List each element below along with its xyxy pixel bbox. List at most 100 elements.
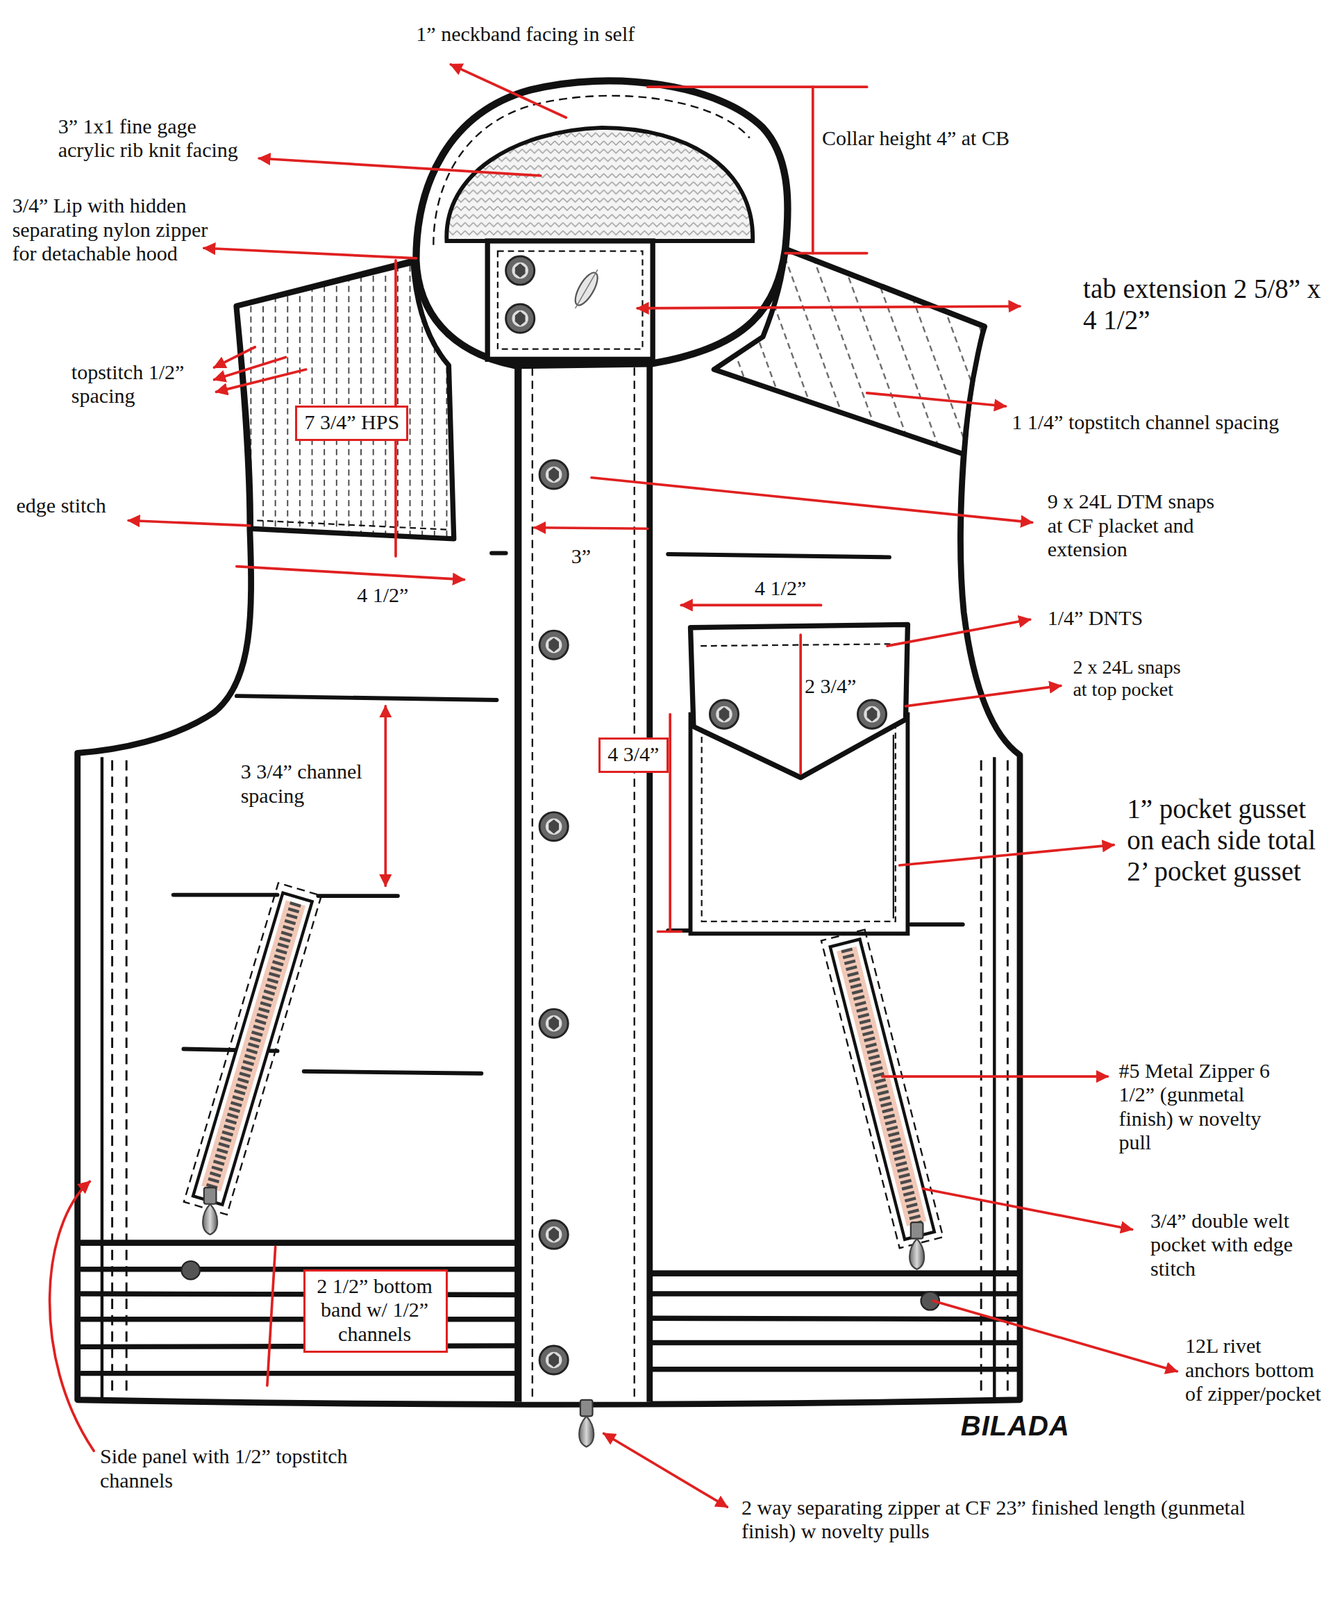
welt-zippers-part bbox=[579, 1399, 594, 1447]
snaps-part bbox=[506, 256, 535, 285]
leader-lines-part bbox=[799, 634, 802, 774]
channel-lines-part bbox=[491, 551, 507, 556]
bottom-band-part bbox=[650, 1366, 1018, 1372]
welt-zippers-part-part bbox=[821, 929, 943, 1249]
leader-lines-part bbox=[49, 1180, 95, 1451]
callout-label: 2 way separating zipper at CF 23” finish… bbox=[741, 1495, 1262, 1544]
leader-lines-part bbox=[882, 1074, 1109, 1078]
leader-lines-part bbox=[905, 685, 1061, 706]
callout-label: 3/4” Lip with hidden separating nylon zi… bbox=[12, 193, 222, 266]
leader-lines-part bbox=[658, 930, 682, 934]
bottom-band-part bbox=[650, 1269, 1018, 1277]
bottom-band-part bbox=[81, 1345, 516, 1347]
hood-collar-part bbox=[446, 127, 753, 241]
callout-label: 1 1/4” topstitch channel spacing bbox=[1011, 410, 1323, 435]
cf-placket-part bbox=[515, 363, 651, 1402]
callout-label: 1/4” DNTS bbox=[1047, 606, 1201, 631]
callout-label: 2 3/4” bbox=[804, 674, 866, 699]
bottom-band-part bbox=[81, 1293, 516, 1295]
snaps-part bbox=[857, 699, 886, 729]
leader-lines-part bbox=[933, 1300, 1177, 1371]
welt-zippers-part bbox=[181, 1260, 200, 1279]
welt-zippers-part bbox=[202, 1187, 218, 1235]
bottom-band-part bbox=[650, 1317, 1018, 1319]
welt-zippers-part-part bbox=[846, 948, 917, 1224]
dimension-text: 4 3/4” bbox=[606, 742, 661, 767]
cf-placket-part bbox=[531, 367, 534, 1398]
callout-label: 12L rivet anchors bottom of zipper/pocke… bbox=[1185, 1333, 1325, 1406]
cf-placket-part bbox=[514, 363, 522, 1402]
hood-collar bbox=[415, 80, 788, 366]
callout-label: tab extension 2 5/8” x 4 1/2” bbox=[1083, 273, 1323, 337]
callout-label: Side panel with 1/2” topstitch channels bbox=[99, 1444, 396, 1492]
callout-label: 4 1/2” bbox=[754, 576, 827, 601]
chest-pocket-part bbox=[892, 734, 895, 918]
leader-lines-part bbox=[213, 347, 255, 368]
callout-label: 1” pocket gusset on each side total 2’ p… bbox=[1126, 793, 1326, 888]
signature: BILADA bbox=[960, 1409, 1104, 1442]
welt-zippers-part-part bbox=[193, 892, 313, 1205]
snaps bbox=[506, 256, 887, 1374]
callout-label: edge stitch bbox=[16, 493, 139, 518]
dimension-box: 7 3/4” HPS bbox=[295, 405, 409, 441]
dimension-box: 4 3/4” bbox=[598, 737, 669, 773]
channel-lines-part bbox=[317, 893, 398, 898]
collar-tab-part-part bbox=[571, 269, 602, 309]
dimension-text: 7 3/4” HPS bbox=[303, 410, 400, 435]
welt-zippers-part-part bbox=[836, 946, 927, 1227]
snaps-part bbox=[539, 1008, 568, 1038]
callout-label: 3/4” double welt pocket with edge stitch bbox=[1150, 1208, 1322, 1281]
dimension-box: 2 1/2” bottom band w/ 1/2” channels bbox=[303, 1269, 448, 1353]
leader-lines-part bbox=[450, 64, 566, 118]
leader-lines-part bbox=[867, 392, 1006, 407]
collar-tab bbox=[487, 240, 653, 359]
collar-tab-part bbox=[497, 251, 643, 350]
leader-lines-part bbox=[785, 252, 868, 255]
snaps-part bbox=[539, 630, 568, 659]
callout-label: 1” neckband facing in self bbox=[415, 22, 682, 47]
leader-lines-part bbox=[922, 1188, 1132, 1230]
leader-lines-part bbox=[236, 566, 465, 580]
callout-label: topstitch 1/2” spacing bbox=[71, 360, 209, 409]
callout-label: 4 1/2” bbox=[356, 583, 429, 608]
snaps-part bbox=[539, 1345, 568, 1374]
leader-lines-part bbox=[604, 1432, 728, 1507]
leader-lines-part bbox=[204, 247, 417, 259]
leader-lines-part bbox=[668, 714, 672, 932]
dimension-text: 2 1/2” bottom band w/ 1/2” channels bbox=[311, 1273, 439, 1347]
snaps-part bbox=[709, 699, 739, 729]
hood-collar-part bbox=[415, 80, 788, 366]
shoulder-yokes-part bbox=[256, 520, 449, 530]
side-panels-part bbox=[125, 760, 128, 1396]
side-panels-part bbox=[111, 760, 114, 1396]
welt-zippers-part bbox=[821, 929, 943, 1249]
leader-lines-part bbox=[811, 86, 815, 253]
welt-zippers-part-part bbox=[183, 882, 322, 1215]
side-panels-part bbox=[980, 760, 983, 1396]
leader-lines-part bbox=[647, 85, 868, 89]
bottom-band-part bbox=[81, 1239, 516, 1246]
leader-lines-part bbox=[681, 604, 821, 607]
welt-zippers bbox=[181, 882, 943, 1447]
cf-placket bbox=[515, 363, 651, 1402]
vest-body bbox=[77, 249, 1020, 1405]
snaps-part bbox=[539, 460, 568, 489]
cf-placket-part bbox=[646, 363, 653, 1402]
snaps-part bbox=[539, 812, 568, 841]
welt-zippers-part-part bbox=[211, 902, 296, 1188]
chest-pocket bbox=[690, 624, 909, 934]
callout-label: 3” 1x1 fine gage acrylic rib knit facing bbox=[58, 114, 248, 163]
leader-lines-part bbox=[591, 477, 1033, 523]
leader-lines-part bbox=[267, 1246, 276, 1386]
bottom-band-part bbox=[81, 1266, 516, 1272]
callout-label: 9 x 24L DTM snaps at CF placket and exte… bbox=[1047, 489, 1229, 562]
callout-label: 3 3/4” channel spacing bbox=[240, 759, 384, 808]
channel-lines-part bbox=[236, 695, 498, 700]
channel-lines-part bbox=[304, 1071, 482, 1074]
leader-lines-part bbox=[534, 527, 648, 529]
callout-label: #5 Metal Zipper 6 1/2” (gunmetal finish)… bbox=[1119, 1058, 1272, 1155]
side-panels-part bbox=[100, 756, 104, 1399]
vest-body-part bbox=[77, 249, 1020, 1405]
welt-zippers-part-part bbox=[201, 899, 306, 1192]
